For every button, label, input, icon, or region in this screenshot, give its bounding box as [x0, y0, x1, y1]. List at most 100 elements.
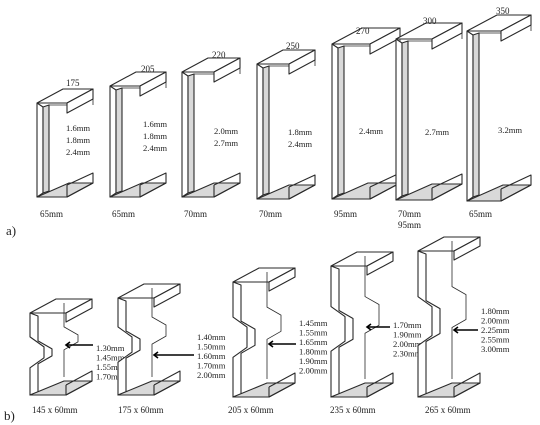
- thickness-label: 2.4mm: [359, 126, 383, 136]
- thickness-label: 2.7mm: [214, 138, 238, 148]
- thickness-label: 2.55mm: [481, 335, 510, 345]
- thickness-label: 1.90mm: [299, 356, 328, 366]
- thickness-label: 3.00mm: [481, 344, 510, 354]
- thickness-label: 2.00mm: [393, 339, 422, 349]
- c-bottom-lip: [37, 172, 94, 198]
- sigma-top-lip: [453, 236, 481, 261]
- thickness-arrowhead: [365, 323, 372, 331]
- thickness-label: 1.50mm: [197, 342, 226, 352]
- thickness-label: 1.80mm: [299, 347, 328, 357]
- sigma-web-back: [364, 256, 380, 379]
- sigma-top-lip: [366, 251, 394, 276]
- sigma-web-back: [151, 288, 167, 377]
- flange-width-label: 70mm: [259, 209, 282, 219]
- section-depth-label: 270: [356, 26, 370, 36]
- thickness-label: 1.6mm: [66, 123, 90, 133]
- sigma-bottom-lip: [118, 370, 181, 396]
- c-web-inner: [187, 73, 195, 194]
- thickness-label: 1.70mm: [393, 320, 422, 330]
- thickness-label: 1.55mm: [299, 328, 328, 338]
- section-depth-label: 175: [66, 78, 80, 88]
- thickness-label: 3.2mm: [498, 125, 522, 135]
- thickness-arrowhead: [452, 326, 459, 334]
- thickness-label: 1.8mm: [66, 135, 90, 145]
- c-section-7: 350 3.2mm 65mm: [466, 6, 532, 219]
- c-web-inner: [115, 87, 123, 194]
- thickness-label: 1.8mm: [143, 131, 167, 141]
- c-bottom-lip: [467, 174, 532, 202]
- panel-a-label: a): [6, 223, 16, 238]
- section-size-label: 175 x 60mm: [118, 405, 164, 415]
- c-web-edge: [256, 63, 264, 200]
- thickness-arrowhead: [152, 351, 159, 359]
- thickness-label: 2.00mm: [481, 316, 510, 326]
- thickness-label: 2.7mm: [425, 127, 449, 137]
- c-web-inner: [337, 45, 345, 196]
- thickness-label: 2.4mm: [288, 139, 312, 149]
- section-size-label: 235 x 60mm: [330, 405, 376, 415]
- sigma-bottom-flange: [232, 382, 296, 398]
- c-bottom-lip: [110, 172, 167, 198]
- thickness-arrowhead: [64, 341, 71, 349]
- c-web-edge: [36, 102, 44, 198]
- flange-width-label: 70mm: [398, 209, 421, 219]
- c-web-edge: [395, 38, 403, 201]
- thickness-label: 1.45mm: [299, 318, 328, 328]
- thickness-arrowhead: [267, 340, 274, 348]
- section-size-label: 205 x 60mm: [228, 405, 274, 415]
- c-section-2: 205 1.6mm 1.8mm 2.4mm 65mm: [109, 64, 167, 219]
- thickness-label: 1.6mm: [143, 119, 167, 129]
- section-depth-label: 350: [496, 6, 510, 16]
- thickness-label: 1.80mm: [481, 306, 510, 316]
- thickness-label: 1.45mm: [96, 353, 125, 363]
- flange-width-label: 65mm: [112, 209, 135, 219]
- sigma-bottom-flange: [330, 382, 394, 398]
- thickness-label: 1.8mm: [288, 127, 312, 137]
- flange-width-label: 65mm: [469, 209, 492, 219]
- sigma-bottom-flange: [29, 380, 93, 396]
- thickness-label: 1.40mm: [197, 332, 226, 342]
- sigma-web: [29, 312, 53, 396]
- sigma-web-back: [266, 272, 282, 379]
- c-web-edge: [109, 85, 117, 198]
- thickness-label: 1.70mm: [96, 372, 125, 382]
- c-web-inner: [472, 32, 480, 198]
- thickness-label: 2.00mm: [299, 366, 328, 376]
- panel-a-c-sections: 175 1.6mm 1.8mm 2.4mm 65mm 205 1.6mm 1.8mm 2.4mm…: [36, 6, 532, 230]
- c-bottom-lip: [182, 172, 241, 198]
- section-size-label: 265 x 60mm: [425, 405, 471, 415]
- c-web-inner: [42, 104, 50, 194]
- sigma-bottom-flange: [417, 382, 481, 398]
- sigma-bottom-lip: [418, 372, 481, 398]
- thickness-label: 2.30mm: [393, 349, 422, 359]
- thickness-label: 1.30mm: [96, 343, 125, 353]
- sigma-bottom-flange: [117, 380, 181, 396]
- flange-width-label: 95mm: [398, 220, 421, 230]
- c-web-inner: [262, 65, 270, 196]
- c-bottom-lip: [257, 174, 316, 200]
- c-bottom-lip: [396, 173, 463, 201]
- c-web-inner: [401, 40, 409, 197]
- thickness-label: 2.00mm: [197, 370, 226, 380]
- sigma-bottom-lip: [331, 372, 394, 398]
- section-depth-label: 205: [141, 64, 155, 74]
- sigma-web-back: [63, 303, 79, 377]
- c-web-edge: [466, 30, 474, 202]
- section-depth-label: 300: [423, 16, 437, 26]
- flange-width-label: 70mm: [184, 209, 207, 219]
- thickness-label: 2.4mm: [143, 143, 167, 153]
- sigma-web: [232, 281, 256, 398]
- flange-width-label: 65mm: [40, 209, 63, 219]
- thickness-label: 1.55mm: [96, 362, 125, 372]
- thickness-label: 1.65mm: [299, 337, 328, 347]
